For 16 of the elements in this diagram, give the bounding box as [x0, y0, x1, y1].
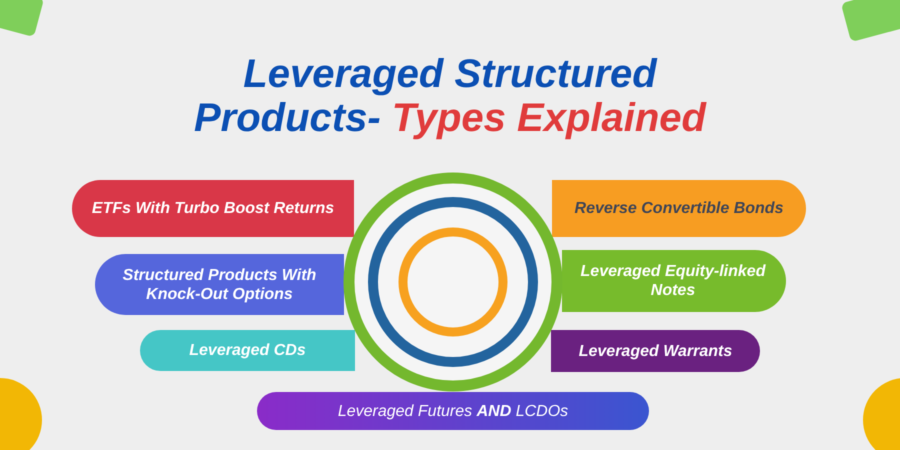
item-label: Reverse Convertible Bonds — [574, 199, 784, 218]
pill-box — [552, 180, 806, 237]
pill-box — [140, 330, 355, 371]
pill-box — [72, 180, 354, 237]
item-label: Structured Products With Knock-Out Options — [122, 266, 318, 304]
pill-box — [95, 254, 344, 315]
pill-box — [562, 250, 786, 312]
pill-box — [551, 330, 760, 372]
title: Leveraged Structured Products- Types Explained — [193, 52, 708, 140]
item-label: Leveraged Futures AND LCDOs — [338, 402, 568, 420]
concentric-circles — [343, 172, 563, 392]
item-label: ETFs With Turbo Boost Returns — [92, 199, 334, 218]
item-label: Leveraged Equity-linked Notes — [580, 262, 767, 300]
item-label: Leveraged CDs — [189, 341, 306, 360]
pill-box — [257, 392, 649, 430]
item-label: Leveraged Warrants — [578, 342, 732, 360]
